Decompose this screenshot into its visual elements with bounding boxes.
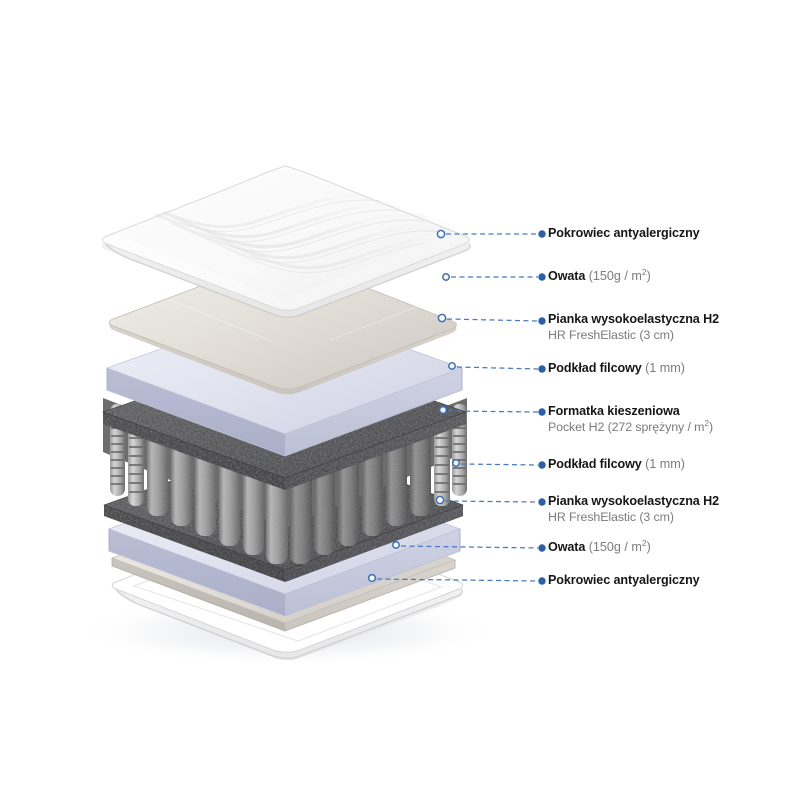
connector-line-foam-bottom: [444, 500, 539, 503]
connector-line-pocket-springs: [447, 410, 539, 413]
callout-cover-top-title: Pokrowiec antyalergiczny: [548, 226, 700, 240]
callout-felt-bottom-name: Podkład filcowy: [548, 457, 642, 471]
callout-cover-top[interactable]: Pokrowiec antyalergiczny: [548, 226, 700, 241]
callout-cover-bottom[interactable]: Pokrowiec antyalergiczny: [548, 573, 700, 588]
connector-line-cover-bottom: [376, 578, 539, 582]
callout-felt-top-note: (1 mm): [645, 361, 685, 375]
anchor-ring-felt-top: [448, 362, 456, 370]
anchor-ring-wadding-top: [442, 273, 450, 281]
callout-wadding-bottom-note: (150g / m2): [588, 537, 651, 554]
callout-foam-top[interactable]: Pianka wysokoelastyczna H2 HR FreshElast…: [548, 312, 719, 343]
callout-felt-bottom-title: Podkład filcowy (1 mm): [548, 457, 685, 472]
anchor-ring-pocket-springs: [438, 405, 448, 415]
callout-felt-bottom-note: (1 mm): [645, 457, 685, 471]
callout-pocket-springs[interactable]: Formatka kieszeniowa Pocket H2 (272 sprę…: [548, 404, 713, 435]
label-dot-cover-top: [538, 230, 546, 238]
callout-anchor-rings: [367, 229, 460, 583]
callout-foam-bottom-title: Pianka wysokoelastyczna H2: [548, 494, 720, 508]
callout-foam-bottom-subtitle: HR FreshElastic (3 cm): [548, 510, 674, 524]
connector-line-felt-top: [456, 366, 539, 370]
callout-pocket-springs-subtitle: Pocket H2 (272 sprężyny / m2): [548, 417, 714, 434]
callout-wadding-bottom-title: Owata (150g / m2): [548, 537, 651, 555]
callout-foam-top-subtitle: HR FreshElastic (3 cm): [548, 328, 674, 342]
anchor-ring-felt-bottom: [452, 459, 460, 467]
anchor-ring-foam-bottom: [435, 495, 445, 505]
label-dot-wadding-top: [538, 273, 546, 281]
callout-label-dots: [538, 230, 546, 585]
label-dot-pocket-springs: [538, 408, 546, 416]
layer-cover-top: [101, 165, 471, 318]
callout-wadding-bottom-name: Owata: [548, 540, 586, 554]
callout-wadding-top-title: Owata (150g / m2): [548, 266, 651, 284]
callout-connectors: [376, 233, 539, 582]
anchor-ring-cover-bottom: [367, 573, 377, 583]
callout-felt-top-name: Podkład filcowy: [548, 361, 642, 375]
callout-label-list: Pokrowiec antyalergiczny Owata (150g / m…: [548, 0, 800, 800]
callout-wadding-bottom[interactable]: Owata (150g / m2): [548, 537, 651, 555]
label-dot-felt-bottom: [538, 461, 546, 469]
anchor-ring-foam-top: [437, 313, 447, 323]
label-dot-felt-top: [538, 365, 546, 373]
callout-felt-top-title: Podkład filcowy (1 mm): [548, 361, 685, 376]
callout-felt-bottom[interactable]: Podkład filcowy (1 mm): [548, 457, 685, 472]
callout-wadding-top-note: (150g / m2): [588, 266, 651, 283]
connector-line-foam-top: [446, 318, 539, 322]
anchor-ring-wadding-bottom: [392, 541, 400, 549]
callout-pocket-springs-title: Formatka kieszeniowa: [548, 404, 680, 418]
callout-wadding-top[interactable]: Owata (150g / m2): [548, 266, 651, 284]
callout-wadding-top-name: Owata: [548, 269, 586, 283]
anchor-ring-cover-top: [436, 229, 446, 239]
connector-line-felt-bottom: [460, 463, 539, 466]
callout-felt-top[interactable]: Podkład filcowy (1 mm): [548, 361, 685, 376]
label-dot-wadding-bottom: [538, 544, 546, 552]
callout-cover-bottom-title: Pokrowiec antyalergiczny: [548, 573, 700, 587]
callout-foam-top-title: Pianka wysokoelastyczna H2: [548, 312, 720, 326]
callout-foam-bottom[interactable]: Pianka wysokoelastyczna H2 HR FreshElast…: [548, 494, 719, 525]
label-dot-foam-bottom: [538, 498, 546, 506]
connector-line-wadding-bottom: [400, 545, 539, 549]
label-dot-cover-bottom: [538, 577, 546, 585]
layer-wadding-top: [108, 257, 457, 395]
label-dot-foam-top: [538, 317, 546, 325]
